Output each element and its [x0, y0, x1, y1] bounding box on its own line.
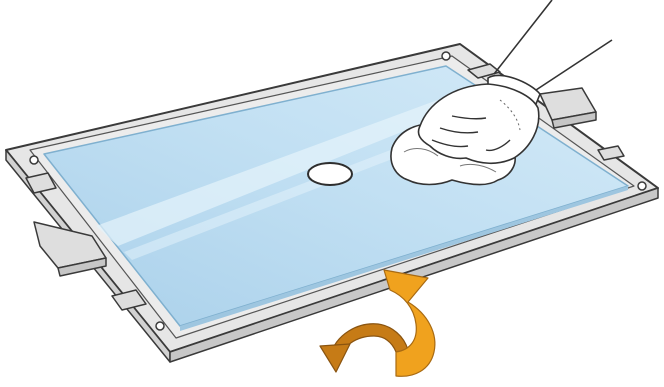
center-hole-icon — [308, 163, 352, 185]
